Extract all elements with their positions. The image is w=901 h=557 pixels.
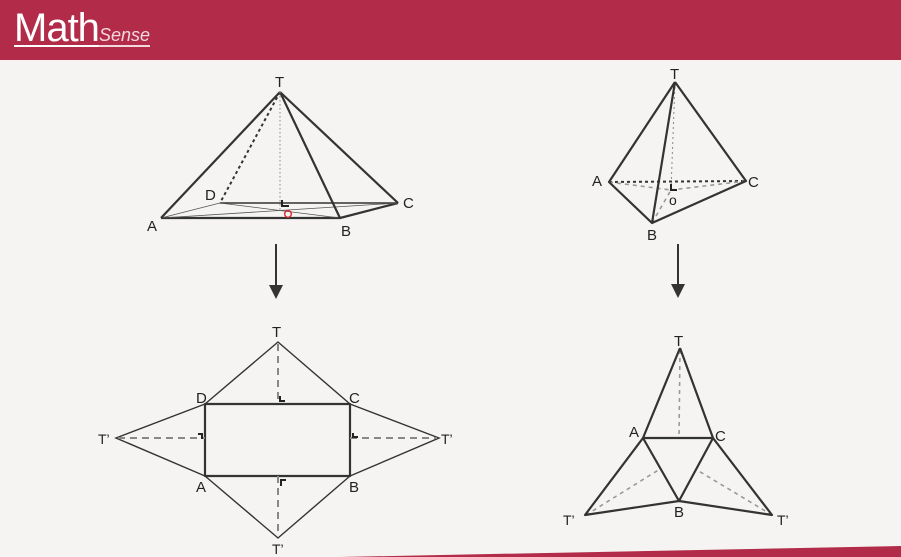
mathsense-logo: MathSense [14, 6, 150, 51]
tnet-label-c: C [715, 428, 726, 445]
square-pyramid-net: T T’ T’ T’ D C A B [98, 324, 453, 557]
arrow-down-left [269, 244, 283, 299]
net-left-triangle [114, 403, 206, 477]
net-bottom-triangle [204, 475, 351, 539]
net-top-triangle [204, 341, 351, 405]
tnet-height-right [696, 469, 773, 516]
logo-sub-text: Sense [98, 25, 150, 45]
net-right-angle-bottom [280, 479, 286, 486]
footer-accent-stripe [340, 546, 901, 557]
header-banner: MathSense [0, 0, 901, 60]
tnet-label-a: A [629, 424, 639, 441]
tnet-right-triangle [678, 437, 774, 517]
label-t: T [275, 74, 284, 91]
label-c: C [403, 195, 414, 212]
tetrahedron-net: T T’ T’ A B C [563, 333, 789, 528]
net-label-t-right: T’ [441, 431, 453, 447]
label-b: B [341, 223, 351, 240]
net-label-b: B [349, 479, 359, 496]
edge-tb [279, 91, 341, 219]
tnet-top-triangle [641, 347, 715, 440]
net-label-t-top: T [272, 324, 281, 341]
edge-ta [160, 91, 281, 219]
tnet-height-top [678, 349, 681, 439]
net-right-triangle [349, 403, 441, 477]
tnet-label-t-left: T’ [563, 512, 575, 528]
median-b [651, 189, 672, 224]
tnet-center-triangle [642, 437, 714, 503]
tnet-label-t-top: T [674, 333, 683, 350]
median-a [608, 181, 672, 191]
tetra-label-a: A [592, 173, 602, 190]
label-d: D [205, 187, 216, 204]
logo-main-text: Math [14, 6, 100, 50]
base-left-edge [160, 202, 221, 219]
tetrahedron-3d: T A B C o [592, 66, 759, 244]
tnet-label-b: B [674, 504, 684, 521]
diagonal-db [219, 202, 341, 219]
tetra-label-t: T [670, 66, 679, 83]
tetra-label-b: B [647, 227, 657, 244]
tetra-label-o: o [669, 192, 677, 208]
edge-ac-hidden [608, 180, 747, 183]
net-right-angle-top [279, 396, 285, 402]
net-label-d: D [196, 390, 207, 407]
edge-tc [279, 91, 399, 204]
tetra-outline [607, 81, 748, 225]
net-right-angle-right [352, 433, 358, 438]
tnet-left-triangle [583, 437, 680, 517]
net-label-t-bottom: T’ [272, 541, 284, 557]
net-right-angle-left [198, 433, 203, 439]
net-label-c: C [349, 390, 360, 407]
tetra-right-angle [670, 184, 677, 191]
center-point-o [284, 209, 293, 218]
net-label-t-left: T’ [98, 431, 110, 447]
label-a: A [147, 218, 157, 235]
tnet-label-t-right: T’ [777, 512, 789, 528]
tetra-height [670, 81, 676, 191]
edge-tb [650, 81, 677, 224]
right-angle-mark [281, 200, 289, 207]
tnet-height-left [585, 468, 661, 516]
net-label-a: A [196, 479, 206, 496]
arrow-down-right [671, 244, 685, 298]
net-base-rectangle [203, 402, 352, 478]
tetra-label-c: C [748, 174, 759, 191]
square-pyramid-3d: T A B C D [147, 74, 414, 240]
